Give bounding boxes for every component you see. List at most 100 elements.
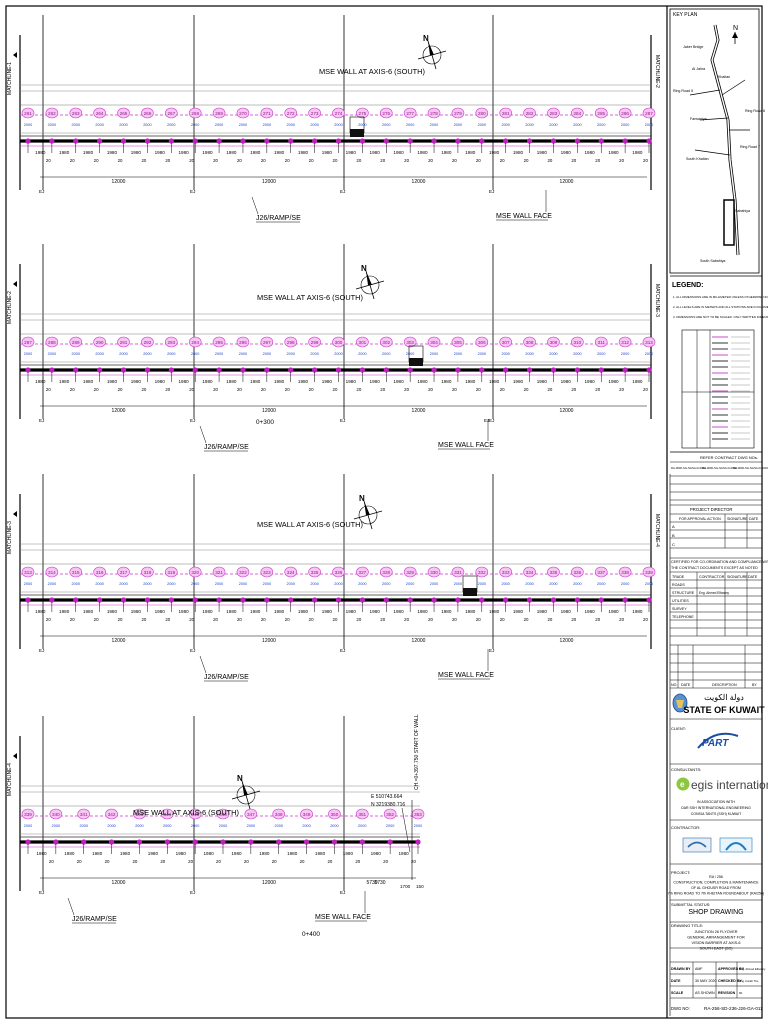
post-marker: [264, 138, 270, 144]
strip-title: MSE WALL AT AXIS-6 (SOUTH): [319, 67, 425, 76]
panel-gap: 20: [285, 158, 290, 163]
panel-bubble: [105, 808, 118, 820]
post-marker: [312, 138, 318, 144]
panel-bubble: [141, 336, 154, 348]
panel-gap: 20: [356, 158, 361, 163]
consultants-label: CONSULTANTS:: [671, 767, 701, 772]
ref-dwg-no: RA-0000-SG-SGSA-D-0003: [733, 466, 768, 470]
panel-level: 2000: [191, 824, 199, 828]
panel-gap: 20: [261, 158, 266, 163]
meta-cell: SCALE: [671, 991, 684, 995]
panel-level: 2000: [478, 123, 486, 127]
rev-header: DATE: [681, 683, 691, 687]
segment-length: 12000: [262, 638, 276, 644]
strip-title: MSE WALL AT AXIS-6 (SOUTH): [257, 520, 363, 529]
panel-bubble: [332, 566, 345, 578]
panel-level: 2000: [406, 582, 414, 586]
panel-id: 319: [167, 570, 175, 575]
panel-id: 327: [359, 570, 367, 575]
panel-bubble: [93, 336, 106, 348]
panel-level: 2000: [358, 582, 366, 586]
panel-gap: 20: [380, 617, 385, 622]
panel-id: 342: [108, 812, 116, 817]
panel-gap: 20: [571, 387, 576, 392]
panel-level: 2000: [135, 824, 143, 828]
panel-gap: 20: [452, 158, 457, 163]
post-marker: [73, 597, 79, 603]
contractor-logos: [682, 837, 753, 853]
panel-gap: 20: [141, 617, 146, 622]
panel-gap: 20: [524, 158, 529, 163]
ej-label: EJ: [190, 890, 195, 895]
egis-logo-mark: e: [680, 780, 685, 789]
trade-header: SIGNATURE: [727, 575, 748, 579]
post-marker: [120, 597, 127, 603]
trade-header: DATE: [748, 575, 758, 579]
panel-spacing: 1980: [36, 851, 47, 856]
panel-id: 339: [645, 570, 653, 575]
panel-bubble: [355, 808, 369, 820]
panel-spacing: 1980: [107, 609, 118, 614]
post-marker: [73, 367, 79, 373]
panel-level: 2000: [79, 824, 87, 828]
post-marker: [288, 367, 294, 373]
post-marker: [216, 597, 222, 603]
panel-level: 2000: [597, 582, 605, 586]
panel-id: 317: [120, 570, 128, 575]
panel-bubble: [332, 107, 345, 119]
post-marker: [550, 138, 557, 144]
panel-level: 2000: [501, 582, 509, 586]
post-marker: [646, 367, 652, 373]
consultant-line: DAR SSH INTERNATIONAL ENGINEERING: [681, 806, 751, 810]
post-marker: [383, 138, 389, 144]
panel-level: 2000: [310, 123, 318, 127]
matchline-right-label: MATCHLINE-4: [654, 514, 660, 547]
approval-row-label: A: [672, 524, 675, 529]
panel-spacing: 1980: [202, 150, 213, 155]
panel-level: 2000: [334, 123, 342, 127]
panel-level: 2000: [191, 352, 199, 356]
panel-gap: 20: [547, 617, 552, 622]
panel-spacing: 1980: [346, 150, 357, 155]
end-dimension: 1700: [400, 884, 411, 889]
submittal-status: SHOP DRAWING: [688, 909, 743, 916]
panel-id: 301: [359, 340, 367, 345]
panel-spacing: 1980: [370, 609, 381, 614]
panel-bubble: [141, 107, 154, 119]
ej-label: EJ: [489, 189, 494, 194]
project-line: 7th RING ROAD TO 7th KHEITAN ROUNDABOUT …: [668, 892, 764, 896]
post-marker: [598, 138, 604, 144]
panel-gap: 20: [46, 158, 51, 163]
post-marker: [144, 138, 151, 144]
post-marker: [387, 839, 393, 845]
panel-id: 345: [191, 812, 199, 817]
panel-level: 2000: [573, 352, 581, 356]
panel-id: 336: [574, 570, 582, 575]
panel-level: 2000: [95, 123, 103, 127]
north-arrow-icon: N: [355, 264, 385, 300]
panel-gap: 20: [165, 387, 170, 392]
panel-level: 2000: [24, 582, 32, 586]
panel-level: 2000: [406, 352, 414, 356]
panel-level: 2000: [72, 123, 80, 127]
panel-level: 2000: [330, 824, 338, 828]
post-marker: [526, 367, 533, 373]
panel-level: 2000: [430, 352, 438, 356]
panel-bubble: [403, 566, 417, 578]
panel-id: 351: [358, 812, 366, 817]
panel-gap: 20: [571, 158, 576, 163]
project-director-label: PROJECT DIRECTOR: [690, 507, 732, 512]
panel-level: 2000: [24, 824, 32, 828]
panel-gap: 20: [46, 617, 51, 622]
meta-cell: Eng. Ahmed Elfarany: [739, 967, 766, 971]
post-marker: [479, 138, 485, 144]
post-marker: [108, 839, 115, 845]
panel-level: 2000: [48, 352, 56, 356]
panel-spacing: 1980: [226, 379, 237, 384]
panel-spacing: 1980: [561, 150, 572, 155]
panel-spacing: 1980: [298, 379, 309, 384]
post-marker: [240, 138, 246, 144]
post-marker: [335, 367, 342, 373]
panel-level: 2000: [621, 352, 629, 356]
